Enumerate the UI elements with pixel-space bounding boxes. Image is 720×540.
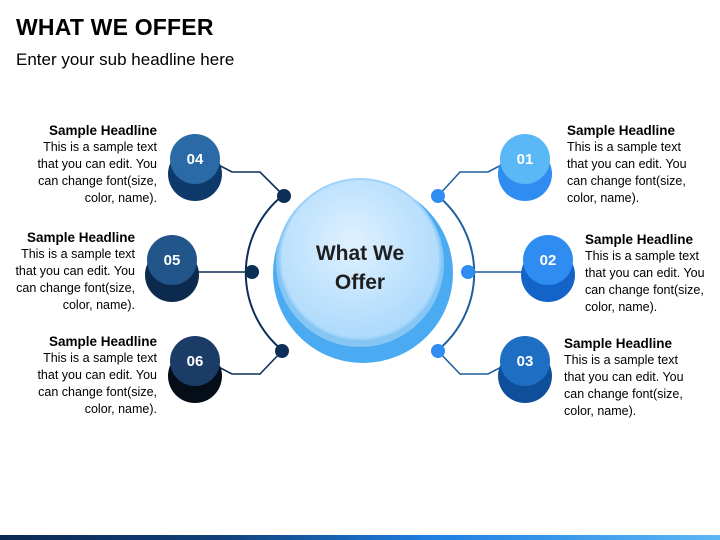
item-02-text: Sample Headline This is a sample text th… [585, 231, 705, 316]
badge-05: 05 [145, 235, 199, 302]
item-01-headline: Sample Headline [567, 123, 676, 138]
item-03-line1: This is a sample text [564, 353, 678, 367]
item-04-text: Sample Headline This is a sample text th… [37, 122, 157, 207]
item-06-line2: that you can edit. You [37, 368, 157, 382]
item-01-line3: can change font(size, [567, 174, 686, 188]
item-02-line4: color, name). [585, 300, 658, 314]
item-05-line4: color, name). [62, 298, 135, 312]
item-04-line1: This is a sample text [43, 140, 157, 154]
item-02-line2: that you can edit. You [585, 266, 705, 280]
item-04-line4: color, name). [84, 191, 157, 205]
item-06-headline: Sample Headline [48, 334, 157, 349]
item-05-line3: can change font(size, [16, 281, 135, 295]
item-04-headline: Sample Headline [48, 123, 157, 138]
page-title: WHAT WE OFFER [16, 14, 214, 40]
item-04-line2: that you can edit. You [37, 157, 157, 171]
item-03-line3: can change font(size, [564, 387, 683, 401]
connector-02 [461, 265, 530, 279]
item-02-line3: can change font(size, [585, 283, 704, 297]
badge-01: 01 [498, 134, 552, 201]
item-06-line1: This is a sample text [43, 351, 157, 365]
item-03-line2: that you can edit. You [564, 370, 684, 384]
badge-03: 03 [498, 336, 552, 403]
badge-04-number: 04 [187, 151, 204, 168]
badge-06: 06 [168, 336, 222, 403]
badge-02: 02 [521, 235, 575, 302]
connector-05 [190, 265, 259, 279]
center-label-line1: What We [316, 242, 404, 265]
item-03-headline: Sample Headline [564, 336, 673, 351]
badge-02-number: 02 [540, 252, 557, 269]
item-05-text: Sample Headline This is a sample text th… [15, 229, 135, 314]
badge-04: 04 [168, 134, 222, 201]
badge-03-number: 03 [517, 353, 534, 370]
item-04-line3: can change font(size, [38, 174, 157, 188]
page-subtitle: Enter your sub headline here [16, 50, 235, 69]
item-06-line4: color, name). [84, 402, 157, 416]
item-02-line1: This is a sample text [585, 249, 699, 263]
badge-01-number: 01 [517, 151, 534, 168]
badge-05-number: 05 [164, 252, 181, 269]
item-01-line2: that you can edit. You [567, 157, 687, 171]
item-02-headline: Sample Headline [585, 232, 694, 247]
item-03-line4: color, name). [564, 404, 637, 418]
item-03-text: Sample Headline This is a sample text th… [564, 335, 684, 420]
center-label-line2: Offer [335, 271, 385, 294]
center-circle: What We Offer [273, 178, 453, 363]
bottom-accent-bar [0, 535, 720, 540]
item-06-line3: can change font(size, [38, 385, 157, 399]
item-05-line1: This is a sample text [21, 247, 135, 261]
item-05-line2: that you can edit. You [15, 264, 135, 278]
item-06-text: Sample Headline This is a sample text th… [37, 333, 157, 418]
item-01-line4: color, name). [567, 191, 640, 205]
item-01-text: Sample Headline This is a sample text th… [567, 122, 687, 207]
badge-06-number: 06 [187, 353, 204, 370]
item-05-headline: Sample Headline [26, 230, 135, 245]
item-01-line1: This is a sample text [567, 140, 681, 154]
